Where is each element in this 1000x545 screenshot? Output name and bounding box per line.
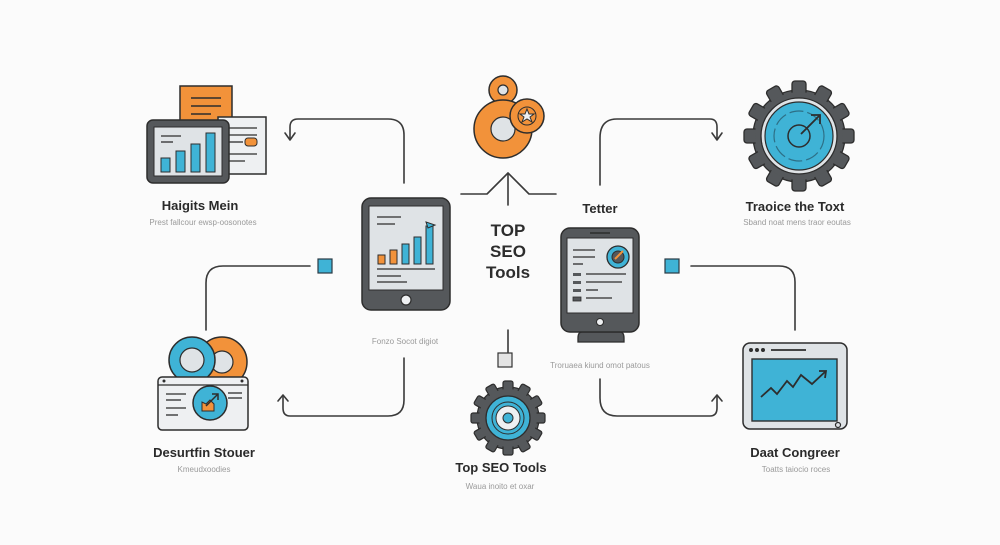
browser-trend-chart-icon (742, 342, 848, 430)
node-subtitle-bottom-right: Toatts taiocio roces (761, 465, 831, 474)
tablet-growth-chart-icon (361, 197, 451, 311)
node-subtitle-center-left: Fonzo Socot digiot (371, 337, 439, 346)
arrow-to-top-left (289, 118, 405, 184)
line-left-middle (205, 265, 311, 331)
center-title-line-3: Tools (485, 263, 531, 282)
connector-node-right (664, 258, 680, 274)
connector-node-left (317, 258, 333, 274)
gear-target-icon (743, 80, 855, 192)
tablet-bar-chart-documents-icon (146, 85, 267, 184)
node-subtitle-top-left: Prest fallcour ewsp-oosonotes (149, 218, 257, 227)
node-title-bottom-center: Top SEO Tools (455, 460, 547, 475)
tablet-checklist-icon (560, 227, 640, 343)
center-title-line-2: SEO (490, 242, 526, 261)
node-subtitle-top-right: Sband noat mens traor eoutas (743, 218, 851, 227)
center-title-line-1: TOP (490, 221, 526, 240)
center-title: TOP SEO Tools (473, 220, 543, 283)
browser-discs-icon (157, 336, 249, 431)
node-subtitle-bottom-left: Kmeudxoodies (177, 465, 231, 474)
node-title-center-right: Tetter (582, 201, 618, 216)
node-subtitle-bottom-center: Waua inoito et oxar (465, 482, 535, 491)
connector-node-bottom (497, 352, 513, 368)
node-title-top-right: Traoice the Toxt (745, 199, 845, 214)
node-title-bottom-left: Desurtfin Stouer (153, 445, 255, 460)
orange-gears-icon (473, 75, 545, 159)
node-title-top-left: Haigits Mein (161, 198, 239, 213)
node-subtitle-center-right: Troruaea kiund omot patous (550, 361, 650, 370)
node-title-bottom-right: Daat Congreer (750, 445, 840, 460)
gear-cycle-icon (470, 380, 546, 456)
